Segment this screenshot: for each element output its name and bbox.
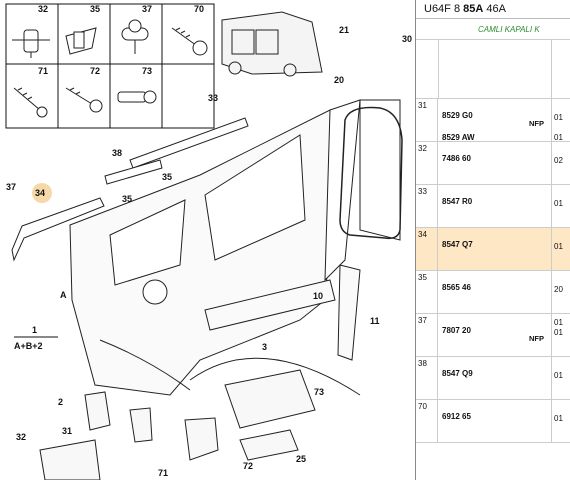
quantity: 01 [554,242,563,251]
callout-10: 10 [313,291,323,301]
callout-25: 25 [296,454,306,464]
fastener-sketches [12,19,208,118]
callout-35: 35 [90,4,100,14]
quantity: 02 [554,156,563,165]
callout-72b: 72 [243,461,253,471]
quantity-column [551,99,570,141]
quantity: 01 [554,371,563,380]
part-reference: 8547 Q7 [442,240,473,249]
quantity-column [551,314,570,356]
callout-1: 1 [32,325,37,335]
callout-20: 20 [334,75,344,85]
parts-row[interactable]: 35 8565 46 20 [416,271,570,314]
quantity-column [551,185,570,227]
callout-11: 11 [370,316,380,326]
quantity-column [551,271,570,313]
door-seal-30 [339,106,403,240]
callout-3: 3 [262,342,267,352]
quantity-column [551,228,570,270]
screw-72-icon [65,87,103,113]
fastener-inset [5,3,215,129]
code-suffix: 46A [486,3,506,15]
quantity: 01 [554,328,563,337]
rivet-73-icon [117,90,157,104]
nfp-flag: NFP [529,334,544,343]
callout-31: 31 [62,426,72,436]
part-reference: 8547 Q9 [442,369,473,378]
callout-33: 33 [208,93,218,103]
callout-32: 32 [38,4,48,14]
callout-38: 38 [112,148,122,158]
callout-number: 32 [416,142,438,184]
nfp-flag: NFP [529,119,544,128]
callout-number: 33 [416,185,438,227]
quantity: 01 [554,199,563,208]
part-reference: 8547 R0 [442,197,473,206]
callout-72: 72 [90,66,100,76]
rivet-37-icon [121,19,149,54]
exploded-parts-diagram: 32 35 37 70 71 72 73 37 34 38 33 35 35 2… [5,3,413,480]
parts-row[interactable]: 33 8547 R0 01 [416,185,570,228]
callout-34: 34 [35,188,45,198]
part-reference: 7486 60 [442,154,471,163]
callout-21: 21 [339,25,349,35]
quantity-column [551,357,570,399]
parts-row[interactable]: 34 8547 Q7 01 [416,228,570,271]
code-prefix: U64F 8 [424,3,461,15]
parts-row[interactable]: 32 7486 60 02 [416,142,570,185]
callout-number: 31 [416,99,438,141]
part-reference: 8565 46 [442,283,471,292]
callout-71: 71 [38,66,48,76]
code-bold: 85A [463,3,484,15]
quantity: 01 [554,414,563,423]
side-body-panel [69,99,401,396]
van-thumbnail [221,11,323,77]
callout-32b: 32 [16,432,26,442]
part-reference-alt: 8529 AW [442,133,475,142]
callout-34-highlight [32,183,52,203]
callout-37: 37 [142,4,152,14]
quantity: 20 [554,285,563,294]
part-reference: 6912 65 [442,412,471,421]
callout-2: 2 [58,397,63,407]
callout-71b: 71 [158,468,168,478]
callout-number: 35 [416,271,438,313]
blank-band [416,40,570,99]
callout-number: 34 [416,228,438,270]
callout-73: 73 [142,66,152,76]
trim-strips [11,117,249,262]
callout-30: 30 [402,34,412,44]
quantity-column [551,400,570,442]
part-reference: 8529 G0 [442,111,473,120]
parts-row[interactable]: 38 8547 Q9 01 [416,357,570,400]
callout-37b: 37 [6,182,16,192]
diagram-canvas: 32 35 37 70 71 72 73 37 34 38 33 35 35 2… [5,3,412,480]
callout-73b: 73 [314,387,324,397]
callout-number: 38 [416,357,438,399]
panel-subtitle: CAMLI KAPALI K [416,19,570,40]
callout-number: 37 [416,314,438,356]
screw-71-icon [13,87,48,118]
panel-header: U64F 8 85A 46A [416,0,570,19]
callout-abc: A+B+2 [14,341,43,351]
quantity: 01 [554,113,563,122]
parts-row[interactable]: 70 6912 65 01 [416,400,570,443]
clip-35-icon [65,27,97,55]
parts-row[interactable]: 31 8529 G0 8529 AW NFP 01 01 [416,99,570,142]
clip-32-icon [12,29,50,58]
callout-35b: 35 [122,194,132,204]
part-reference: 7807 20 [442,326,471,335]
quantity-alt: 01 [554,133,563,142]
callout-A: A [60,290,67,300]
screw-70-icon [171,27,208,56]
callout-35c: 35 [162,172,172,182]
callout-70: 70 [194,4,204,14]
quantity-top: 01 [554,318,563,327]
quantity-column [551,142,570,184]
floor-brackets [39,339,361,480]
parts-list-panel: U64F 8 85A 46A CAMLI KAPALI K 31 8529 G0 8… [415,0,570,480]
callout-number: 70 [416,400,438,442]
